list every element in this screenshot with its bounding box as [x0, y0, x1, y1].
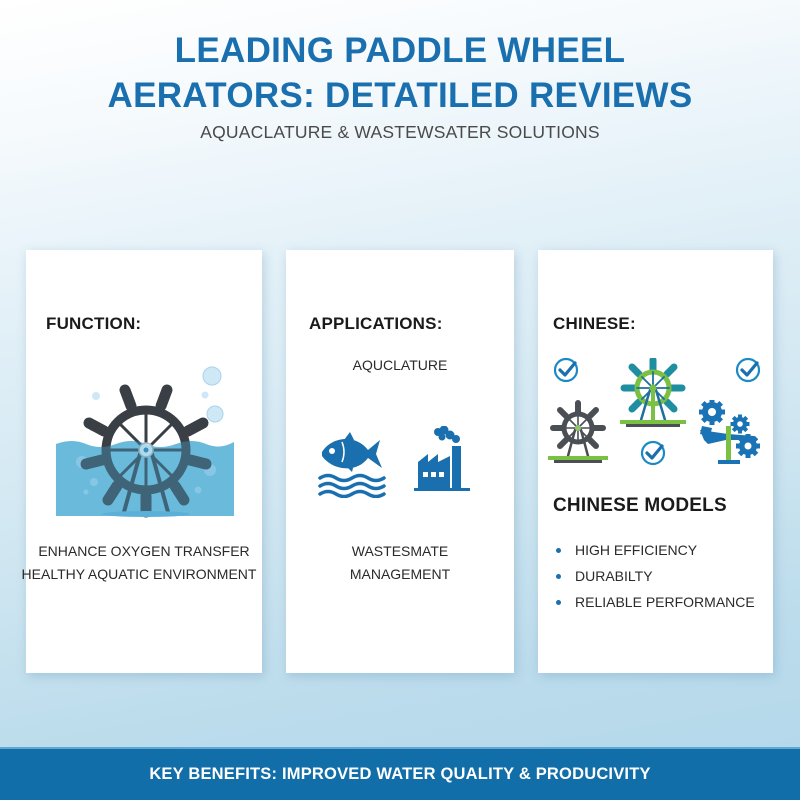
feature-item: RELIABLE PERFORMANCE	[556, 589, 755, 615]
aquaculture-label: AQUCLATURE	[352, 357, 448, 373]
title-line-1: LEADING PADDLE WHEEL	[174, 31, 626, 70]
bullet-icon	[556, 599, 561, 605]
chinese-models-features: HIGH EFFICIENCY DURABILTY RELIABLE PERFO…	[556, 537, 755, 615]
feature-item: HIGH EFFICIENCY	[556, 537, 755, 563]
feature-label: DURABILTY	[575, 568, 653, 584]
fish-water-icon	[318, 432, 386, 498]
function-line-1: ENHANCE OXYGEN TRANSFER	[38, 543, 250, 559]
bullet-icon	[556, 573, 561, 579]
applications-card: APPLICATIONS: AQUCLATURE W	[286, 250, 514, 673]
checkmark-icon	[640, 440, 666, 466]
title-line-2: AERATORS: DETATILED REVIEWS	[107, 76, 693, 115]
wastewater-label: WASTESMATE MANAGEMENT	[286, 540, 514, 586]
paddle-wheel-gray-icon	[548, 400, 608, 463]
page-subtitle: AQUACLATURE & WASTEWSATER SOLUTIONS	[200, 122, 600, 142]
function-card: FUNCTION:	[22, 250, 262, 673]
function-benefits: ENHANCE OXYGEN TRANSFER HEALTHY AQUATIC …	[22, 540, 262, 586]
page-title: LEADING PADDLE WHEEL AERATORS: DETATILED…	[0, 28, 800, 118]
chinese-models-card: CHINESE:	[538, 250, 773, 673]
feature-label: RELIABLE PERFORMANCE	[575, 594, 755, 610]
paddle-wheel-in-water-icon	[56, 366, 234, 518]
wastewater-line-1: WASTESMATE	[351, 543, 449, 559]
key-benefits-banner: KEY BENEFITS: IMPROVED WATER QUALITY & P…	[0, 747, 800, 800]
chinese-heading: CHINESE:	[553, 314, 636, 333]
feature-item: DURABILTY	[556, 563, 755, 589]
paddle-wheel-green-icon	[620, 358, 686, 427]
gears-icon	[699, 400, 760, 464]
bullet-icon	[556, 547, 561, 553]
chinese-models-subheading: CHINESE MODELS	[553, 495, 727, 516]
wastewater-line-2: MANAGEMENT	[349, 566, 451, 582]
factory-icon	[414, 426, 470, 491]
function-heading: FUNCTION:	[46, 314, 142, 333]
checkmark-icon	[735, 357, 761, 383]
function-line-2: HEALTHY AQUATIC ENVIRONMENT	[21, 566, 257, 582]
feature-label: HIGH EFFICIENCY	[575, 542, 698, 558]
checkmark-icon	[553, 357, 579, 383]
applications-heading: APPLICATIONS:	[309, 314, 443, 333]
